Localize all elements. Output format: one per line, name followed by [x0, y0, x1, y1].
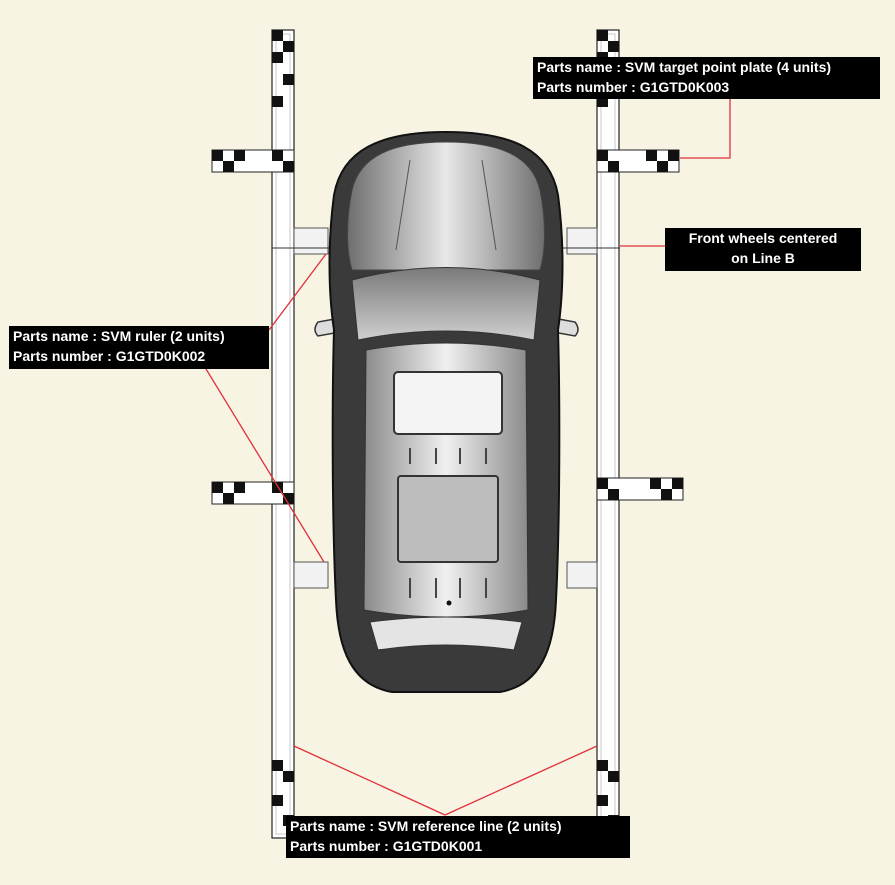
leader-lines	[205, 99, 731, 816]
vehicle-windshield	[351, 267, 541, 341]
reference-line-part-number: Parts number : G1GTD0K001	[290, 838, 483, 854]
target-plate-front-right	[596, 149, 680, 173]
leader-ruler-upper	[268, 253, 327, 331]
ruler-part-number: Parts number : G1GTD0K002	[13, 348, 206, 364]
reference-line-part-name: Parts name : SVM reference line (2 units…	[290, 818, 562, 834]
vehicle-sunroof-rear	[397, 475, 499, 563]
vehicle-hood	[347, 141, 545, 271]
ruler-left-checker-top	[272, 30, 294, 107]
callout-reference-line: Parts name : SVM reference line (2 units…	[286, 816, 630, 858]
front-wheels-line2: on Line B	[731, 250, 795, 266]
leader-ruler-lower	[205, 368, 325, 563]
leader-refline-left	[293, 745, 446, 816]
svm-ruler-left	[271, 29, 295, 839]
vehicle-rear-window	[369, 616, 523, 651]
leader-refline-right	[444, 745, 598, 816]
callout-svm-ruler: Parts name : SVM ruler (2 units) Parts n…	[9, 326, 269, 369]
reference-crossbar-rear	[293, 561, 598, 589]
callout-target-point-plate: Parts name : SVM target point plate (4 u…	[533, 57, 880, 99]
target-plate-part-name: Parts name : SVM target point plate (4 u…	[537, 59, 832, 75]
front-wheels-line1: Front wheels centered	[688, 230, 838, 246]
target-plate-part-number: Parts number : G1GTD0K003	[537, 79, 730, 95]
target-plate-rear-right	[596, 477, 684, 501]
target-plate-rear-left	[211, 481, 295, 505]
callout-front-wheels: Front wheels centered on Line B	[665, 228, 861, 271]
target-plate-front-left	[211, 149, 295, 173]
vehicle-top-view	[314, 130, 579, 693]
leader-target-plate	[680, 99, 731, 159]
ruler-part-name: Parts name : SVM ruler (2 units)	[13, 328, 225, 344]
vehicle-sunroof-front	[393, 371, 503, 435]
